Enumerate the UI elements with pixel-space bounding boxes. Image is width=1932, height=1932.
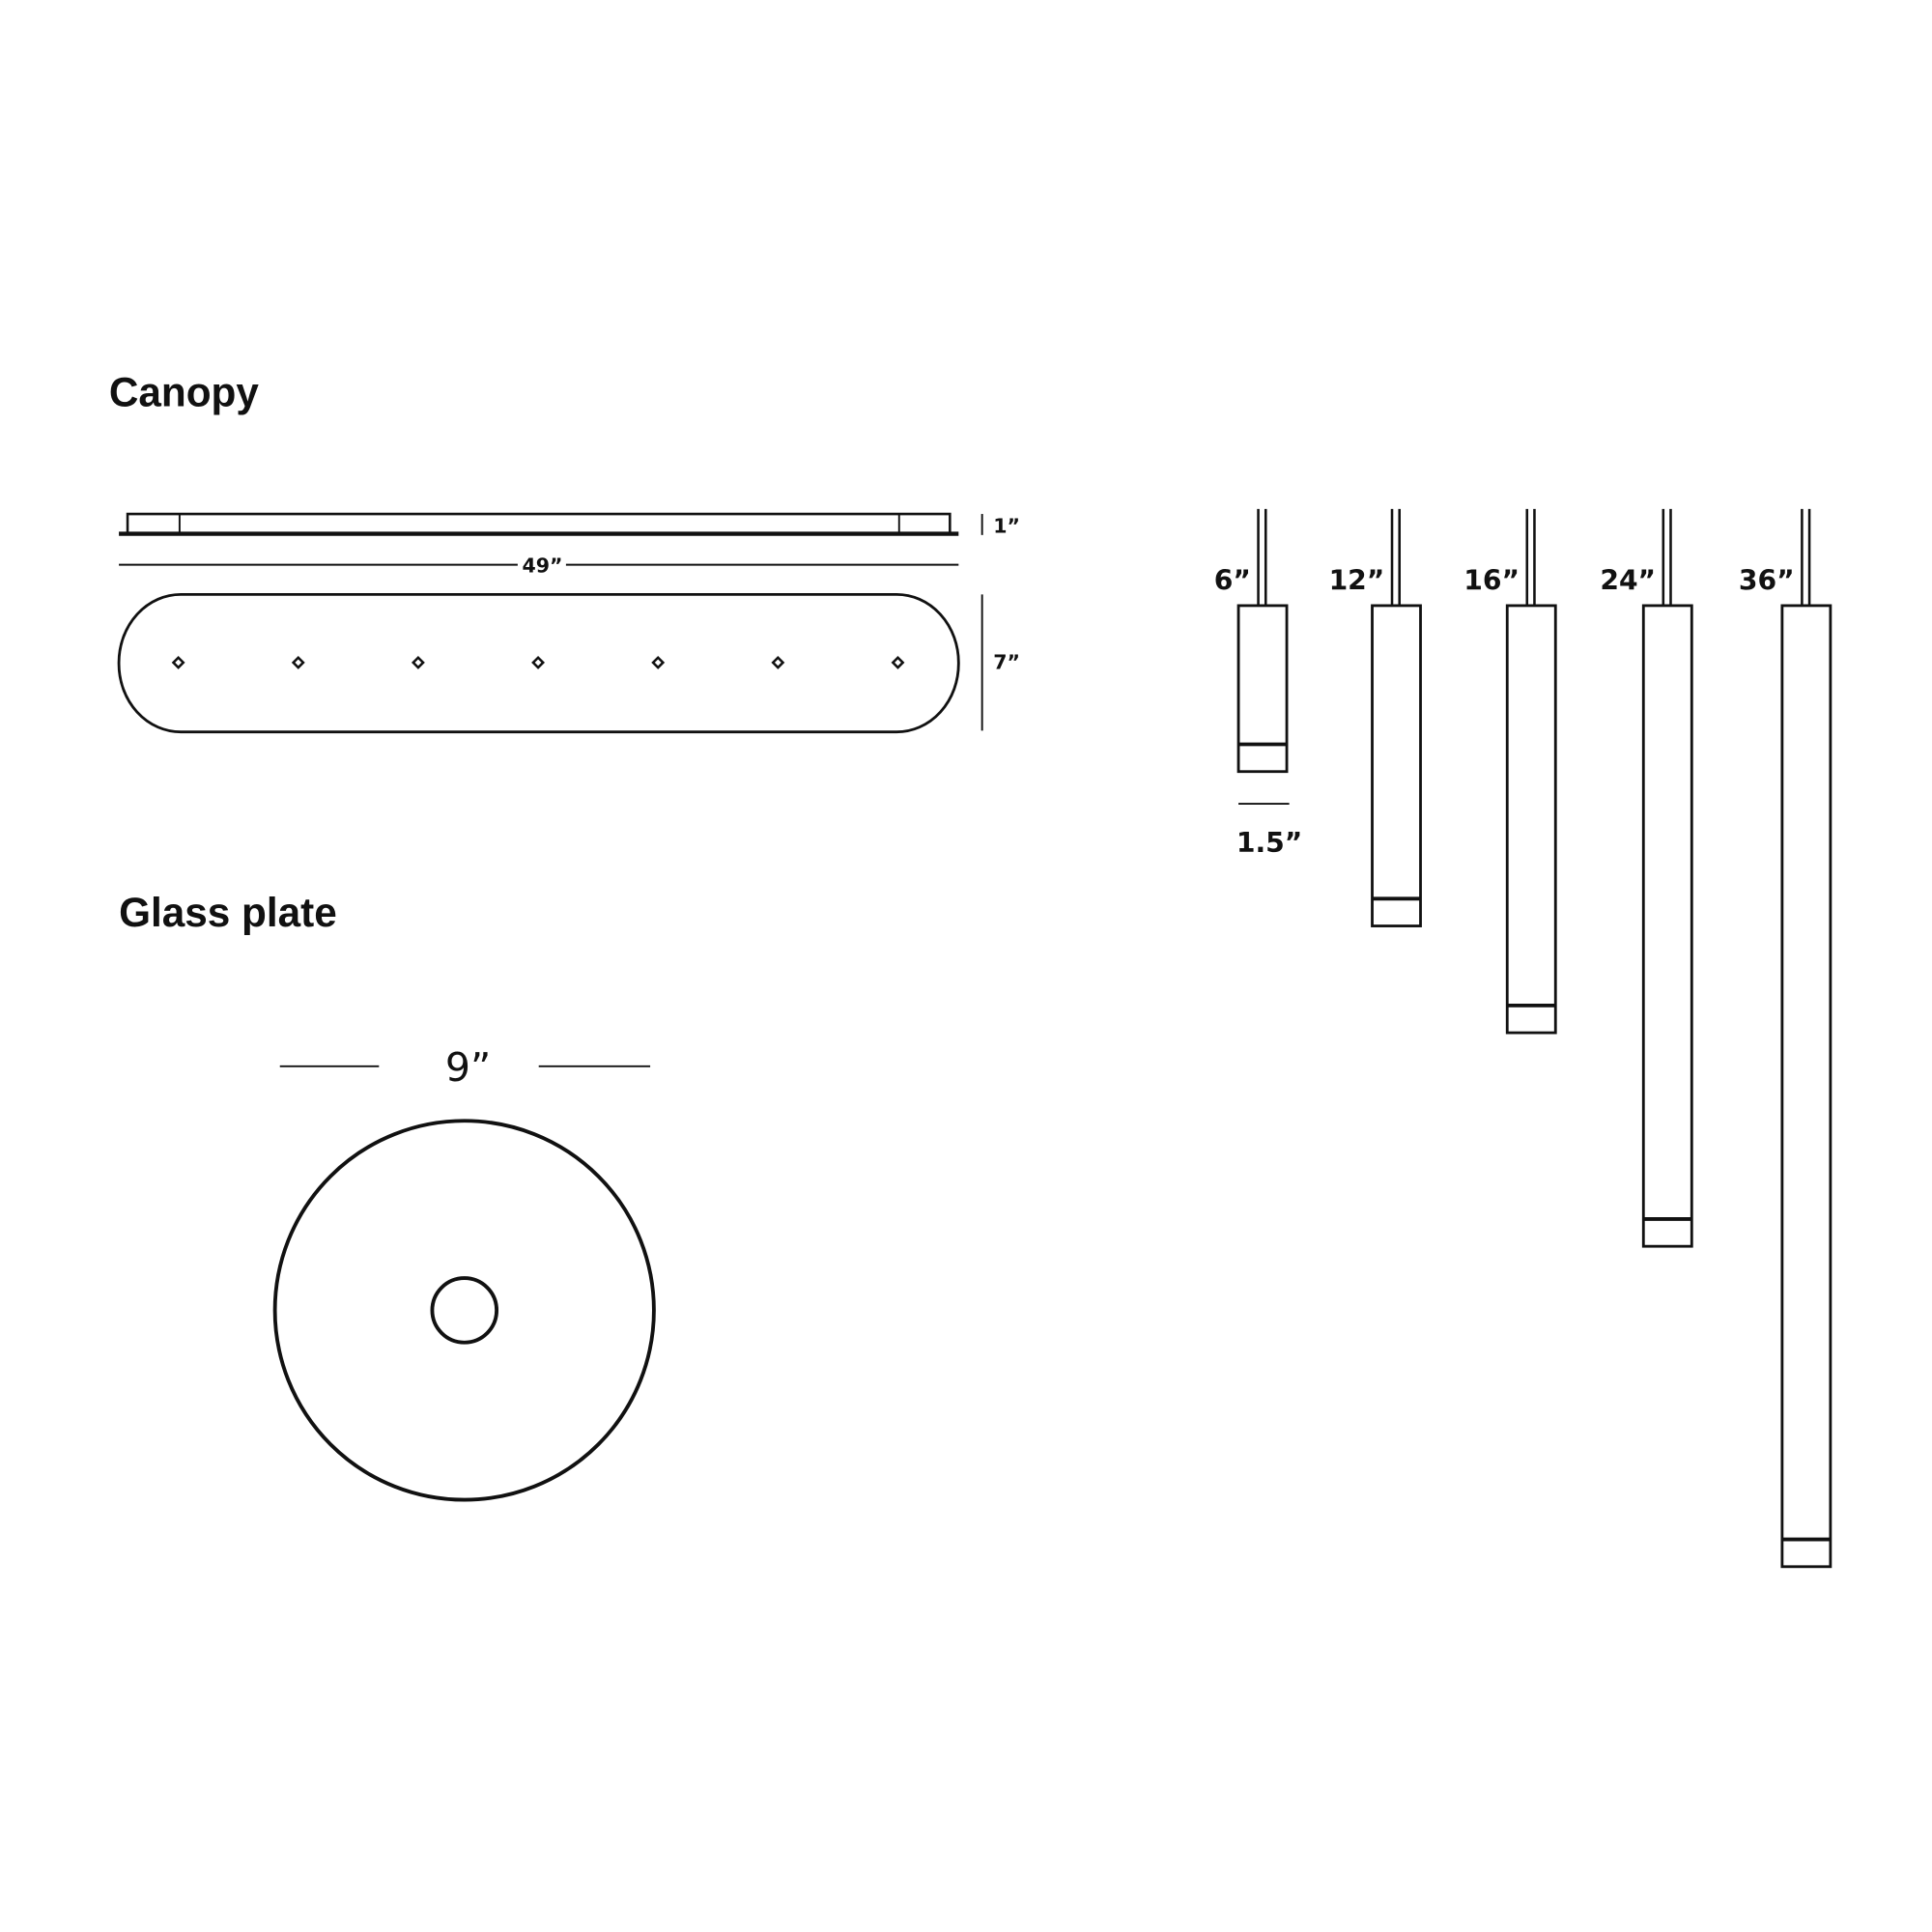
mount-hole-icon (771, 655, 785, 669)
mount-hole-icon (651, 655, 666, 669)
mount-hole-icon (291, 655, 305, 669)
pendant-24: 24” (1600, 508, 1693, 1248)
glass-plate-diameter-label: 9” (445, 1044, 491, 1091)
pendant-12: 12” (1329, 508, 1422, 927)
pendant-length-label: 6” (1214, 564, 1251, 596)
glass-plate-center-hole (430, 1276, 499, 1345)
pendant-diameter-label: 1.5” (1236, 827, 1302, 859)
mount-hole-icon (411, 655, 425, 669)
canopy-top-view (117, 592, 960, 734)
canopy-title: Canopy (109, 370, 260, 415)
mount-hole-icon (171, 655, 185, 669)
pendant-body (1780, 604, 1833, 1569)
mount-hole-icon (891, 655, 905, 669)
canopy-height-label: 1” (993, 514, 1020, 537)
pendant-length-label: 36” (1739, 564, 1795, 596)
canopy-side-view (119, 512, 959, 536)
pendant-body (1641, 604, 1693, 1248)
pendant-length-label: 16” (1463, 564, 1520, 596)
pendant-body (1236, 604, 1289, 774)
pendant-16: 16” (1463, 508, 1557, 1035)
pendant-6: 6” (1214, 508, 1289, 774)
glass-plate-outline (272, 1119, 656, 1502)
pendant-36: 36” (1739, 508, 1833, 1569)
pendant-body (1371, 604, 1422, 927)
pendant-group: 6” 12” 16” 24” 36” (1214, 508, 1833, 1569)
canopy-mount-holes (171, 655, 905, 669)
pendant-length-label: 24” (1600, 564, 1656, 596)
mount-hole-icon (531, 655, 545, 669)
pendant-body (1505, 604, 1557, 1035)
pendant-length-label: 12” (1329, 564, 1385, 596)
canopy-length-label: 49” (523, 554, 563, 577)
glass-plate-title: Glass plate (119, 890, 337, 935)
canopy-width-label: 7” (993, 650, 1020, 673)
